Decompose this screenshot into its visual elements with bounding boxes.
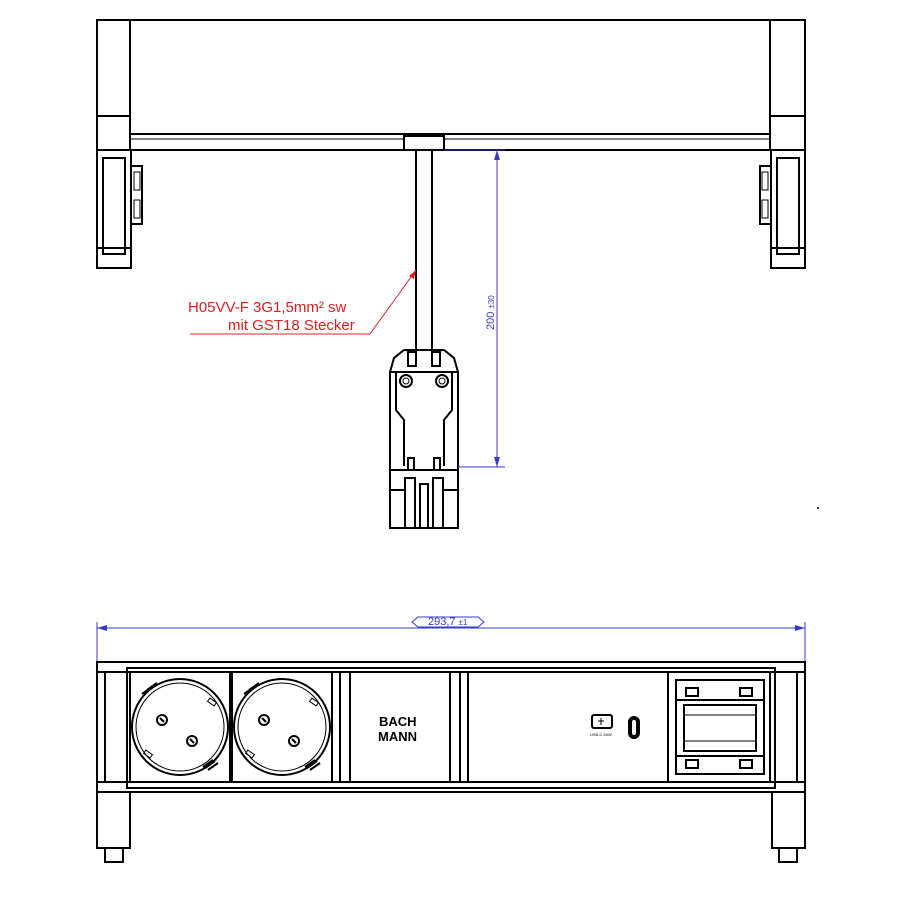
usb-label: USB-C 60W	[590, 732, 612, 737]
brand-logo: BACH MANN	[378, 714, 417, 744]
width-value: 293,7	[428, 616, 456, 628]
cable-label-line1: H05VV-F 3G1,5mm² sw	[188, 299, 347, 316]
usb-module: USB-C 60W	[459, 671, 669, 783]
data-module	[667, 671, 771, 783]
schuko-socket-2	[231, 671, 333, 783]
svg-text:200±30: 200±30	[485, 295, 497, 330]
front-view: 293,7±1	[96, 616, 806, 863]
left-clamp	[96, 149, 143, 269]
gst18-plug	[389, 349, 459, 529]
schuko-socket-1	[129, 671, 231, 783]
brand-cover: BACH MANN	[339, 671, 461, 783]
svg-text:293,7±1: 293,7±1	[428, 616, 468, 628]
top-view-body	[96, 19, 806, 151]
right-clamp	[759, 149, 806, 269]
cable-length-dimension: 200±30	[444, 149, 505, 468]
feet	[96, 791, 806, 863]
front-housing	[96, 661, 806, 793]
cable-length-value: 200	[485, 312, 497, 330]
cable	[415, 150, 433, 350]
width-tolerance: ±1	[459, 618, 468, 627]
cable-length-tolerance: ±30	[487, 295, 496, 309]
brand-logo-line1: BACH	[379, 714, 417, 729]
top-view: 200±30 H05VV-F 3G1,5mm² sw mit GST18 Ste…	[96, 19, 819, 529]
cable-label-line2: mit GST18 Stecker	[228, 317, 355, 334]
brand-logo-line2: MANN	[378, 729, 417, 744]
cable-gland	[403, 135, 445, 151]
cable-annotation: H05VV-F 3G1,5mm² sw mit GST18 Stecker	[188, 269, 417, 335]
width-dimension: 293,7±1	[96, 616, 806, 662]
